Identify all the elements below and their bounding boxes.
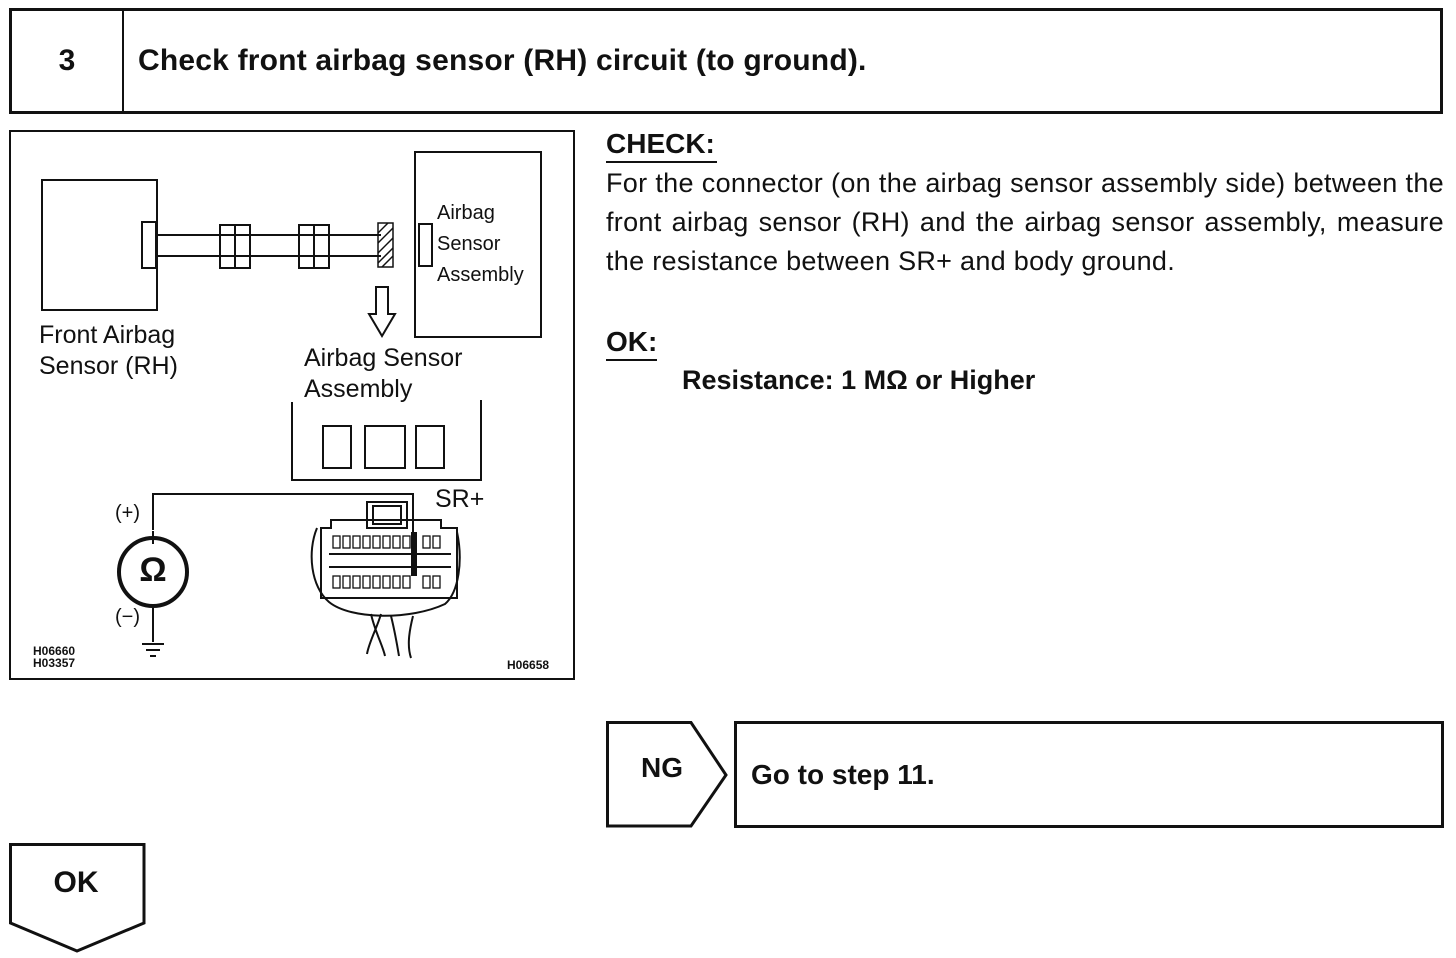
ok-spec: Resistance: 1 MΩ or Higher [682,365,1036,395]
assembly-label-2: Assembly [304,375,413,403]
step-number: 3 [12,11,124,111]
front-sensor-label-1: Front Airbag [39,321,176,349]
diagram-drawing [41,151,542,659]
ohm-symbol: Ω [139,551,167,589]
step-header: 3 Check front airbag sensor (RH) circuit… [9,8,1443,114]
assembly-box-label-2: Sensor [437,233,501,255]
ok-branch-label: OK [53,866,99,899]
assembly-label-1: Airbag Sensor [304,344,463,372]
assembly-box-label-1: Airbag [437,202,495,224]
ground-icon [142,643,164,657]
minus-label: (−) [115,606,140,628]
step-title: Check front airbag sensor (RH) circuit (… [138,44,867,77]
figure-code-2: H03357 [33,656,76,670]
ng-result-box: Go to step 11. [734,721,1444,828]
front-sensor-label-2: Sensor (RH) [39,352,178,380]
ok-arrow-box [9,843,146,953]
front-sensor-block [41,179,158,311]
figure-code-1: H06660 [33,644,76,658]
terminal-label-sr-plus: SR+ [435,485,485,513]
assembly-block [414,151,542,338]
check-heading: CHECK: [606,127,717,163]
figure-code-3: H06658 [507,658,550,672]
assembly-box-label-3: Assembly [437,264,524,286]
circuit-diagram: Front Airbag Sensor (RH) Airbag Sensor A… [9,130,575,680]
ng-arrow-box [606,721,728,828]
ng-label: NG [641,752,683,783]
ok-heading: OK: [606,325,658,361]
down-arrow-icon [367,286,397,338]
check-instructions: For the connector (on the airbag sensor … [606,168,1444,276]
ng-result-text: Go to step 11. [751,758,935,790]
plus-label: (+) [115,502,140,524]
